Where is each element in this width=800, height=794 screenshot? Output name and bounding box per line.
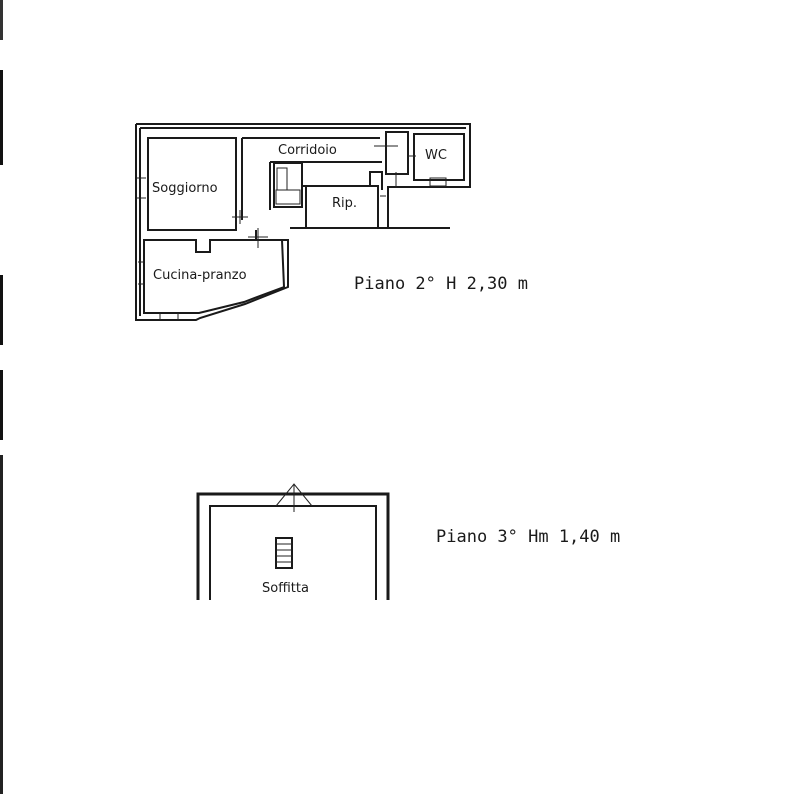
- room-label-soggiorno: Soggiorno: [152, 181, 218, 196]
- floor-2-plan: [135, 123, 471, 321]
- floor-3-plan: [196, 483, 390, 600]
- room-label-cucina: Cucina-pranzo: [153, 268, 247, 283]
- room-label-soffitta: Soffitta: [262, 581, 309, 596]
- room-label-ripostiglio: Rip.: [332, 196, 357, 211]
- floor-label-piano-2: Piano 2° H 2,30 m: [354, 274, 528, 294]
- floor-label-piano-3: Piano 3° Hm 1,40 m: [436, 527, 620, 547]
- room-label-corridoio: Corridoio: [278, 143, 337, 158]
- room-label-wc: WC: [425, 148, 447, 163]
- scan-edge-marks: [0, 0, 3, 794]
